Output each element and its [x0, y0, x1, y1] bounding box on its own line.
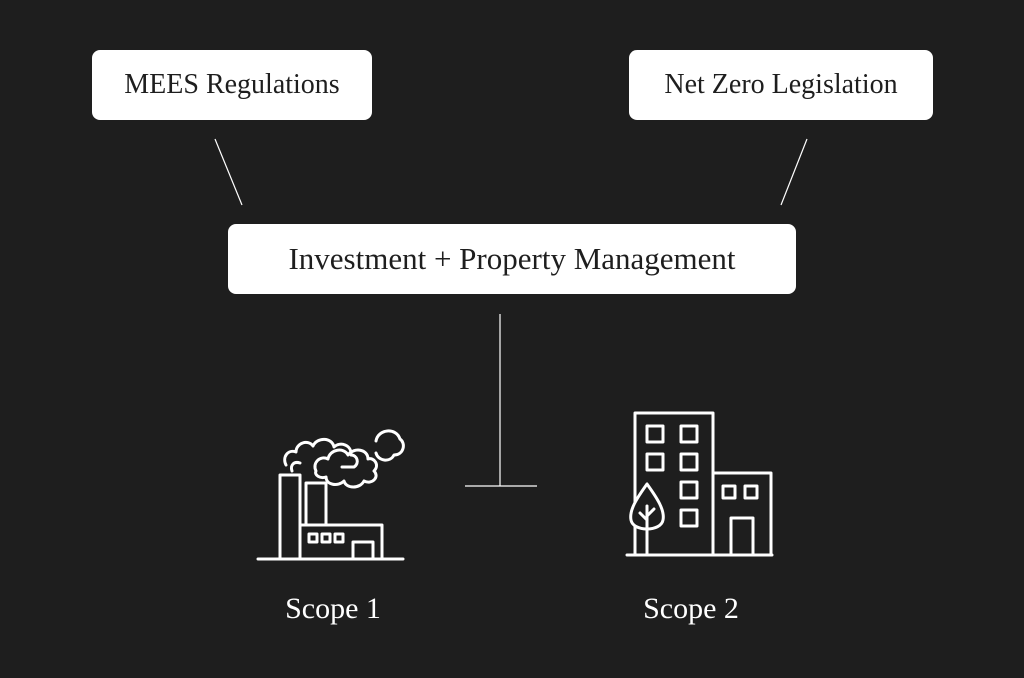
net-zero-legislation-label: Net Zero Legislation: [664, 69, 898, 100]
investment-property-management-label: Investment + Property Management: [288, 241, 736, 276]
net-zero-legislation-box: Net Zero Legislation: [629, 50, 933, 120]
connector-mees-to-center: [214, 138, 243, 206]
scope-1-label: Scope 1: [285, 592, 381, 625]
scope-2-label: Scope 2: [643, 592, 739, 625]
mees-regulations-box: MEES Regulations: [92, 50, 372, 120]
investment-property-management-box: Investment + Property Management: [228, 224, 796, 294]
building-with-tree-icon: [625, 411, 774, 557]
connector-netzero-to-center: [780, 138, 808, 206]
factory-icon: [256, 429, 405, 561]
mees-regulations-label: MEES Regulations: [124, 69, 340, 100]
